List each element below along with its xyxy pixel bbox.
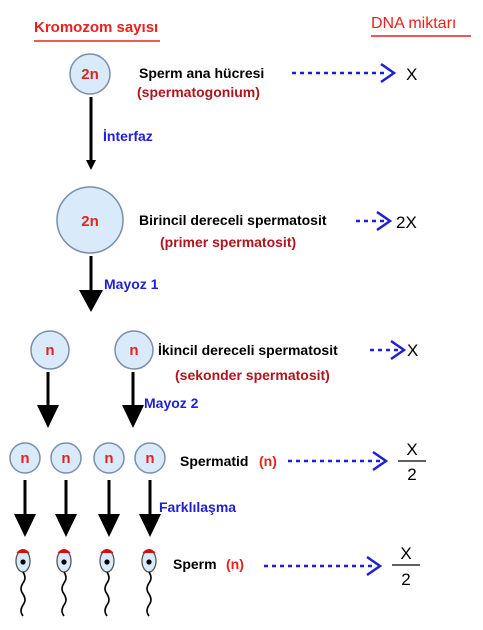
dashed-arrow-4-head [372,450,389,472]
secondary-spermatocyte-ploidy-2: n [129,342,138,359]
spermatogonium-ploidy: 2n [81,66,99,83]
sperm-cell-2 [56,549,72,617]
spermatid-ploidy-4: n [145,450,154,467]
step-meiosis-2: Mayoz 2 [144,395,199,411]
sperm-cell-3 [99,549,115,617]
dashed-arrow-3-head [390,339,407,361]
secondary-spermatocyte-ploidy-1: n [45,342,54,359]
dashed-arrow-5-head [366,555,383,577]
secondary-spermatocyte-dna: X [407,341,418,360]
spermatid-ploidy-2: n [61,450,70,467]
spermatid-cell-4 [134,442,166,474]
spermatid-cell-3 [93,442,125,474]
primary-spermatocyte-label: Birincil dereceli spermatosit [139,212,327,228]
arrow-meiosis-1-head [79,290,103,312]
spermatid-dna-numerator: X [406,440,417,459]
spermatid-ploidy-1: n [20,450,29,467]
primary-spermatocyte-dna: 2X [396,213,417,232]
sperm-label: Sperm [173,556,217,572]
spermatid-ploidy-3: n [104,450,113,467]
differentiation-arrows [14,480,161,537]
step-interphase: İnterfaz [103,128,153,144]
spermatogonium-dna: X [406,65,417,84]
spermatid-label: Spermatid [180,453,248,469]
dashed-arrow-2-head [376,210,393,232]
secondary-spermatocyte-cell-2 [114,330,154,370]
sperm-dna-numerator: X [400,544,411,563]
arrow-meiosis-2-left-head [37,405,59,428]
spermatogonium-sublabel: (spermatogonium) [137,84,260,100]
sperm-ploidy-note: (n) [226,556,244,572]
spermatogonium-cell [69,53,111,95]
step-differentiation: Farklılaşma [159,499,236,515]
spermatogonium-label: Sperm ana hücresi [139,65,264,81]
spermatid-dna-denominator: 2 [407,465,416,484]
spermatid-cell-1 [9,442,41,474]
spermatid-cell-2 [50,442,82,474]
spermatid-ploidy-note: (n) [259,453,277,469]
header-chromosome-count: Kromozom sayısı [34,19,158,36]
header-dna-amount: DNA miktarı [371,15,456,32]
step-meiosis-1: Mayoz 1 [104,276,159,292]
secondary-spermatocyte-cell-1 [30,330,70,370]
sperm-cell-1 [15,549,31,617]
primary-spermatocyte-ploidy: 2n [81,213,99,230]
secondary-spermatocyte-sublabel: (sekonder spermatosit) [175,367,330,383]
sperm-dna-denominator: 2 [401,570,410,589]
sperm-cell-4 [141,549,157,617]
arrow-meiosis-2-right-head [122,405,144,428]
primary-spermatocyte-cell [56,186,124,254]
secondary-spermatocyte-label: İkincil dereceli spermatosit [158,342,338,358]
primary-spermatocyte-sublabel: (primer spermatosit) [160,234,296,250]
dashed-arrow-1-head [380,62,397,84]
